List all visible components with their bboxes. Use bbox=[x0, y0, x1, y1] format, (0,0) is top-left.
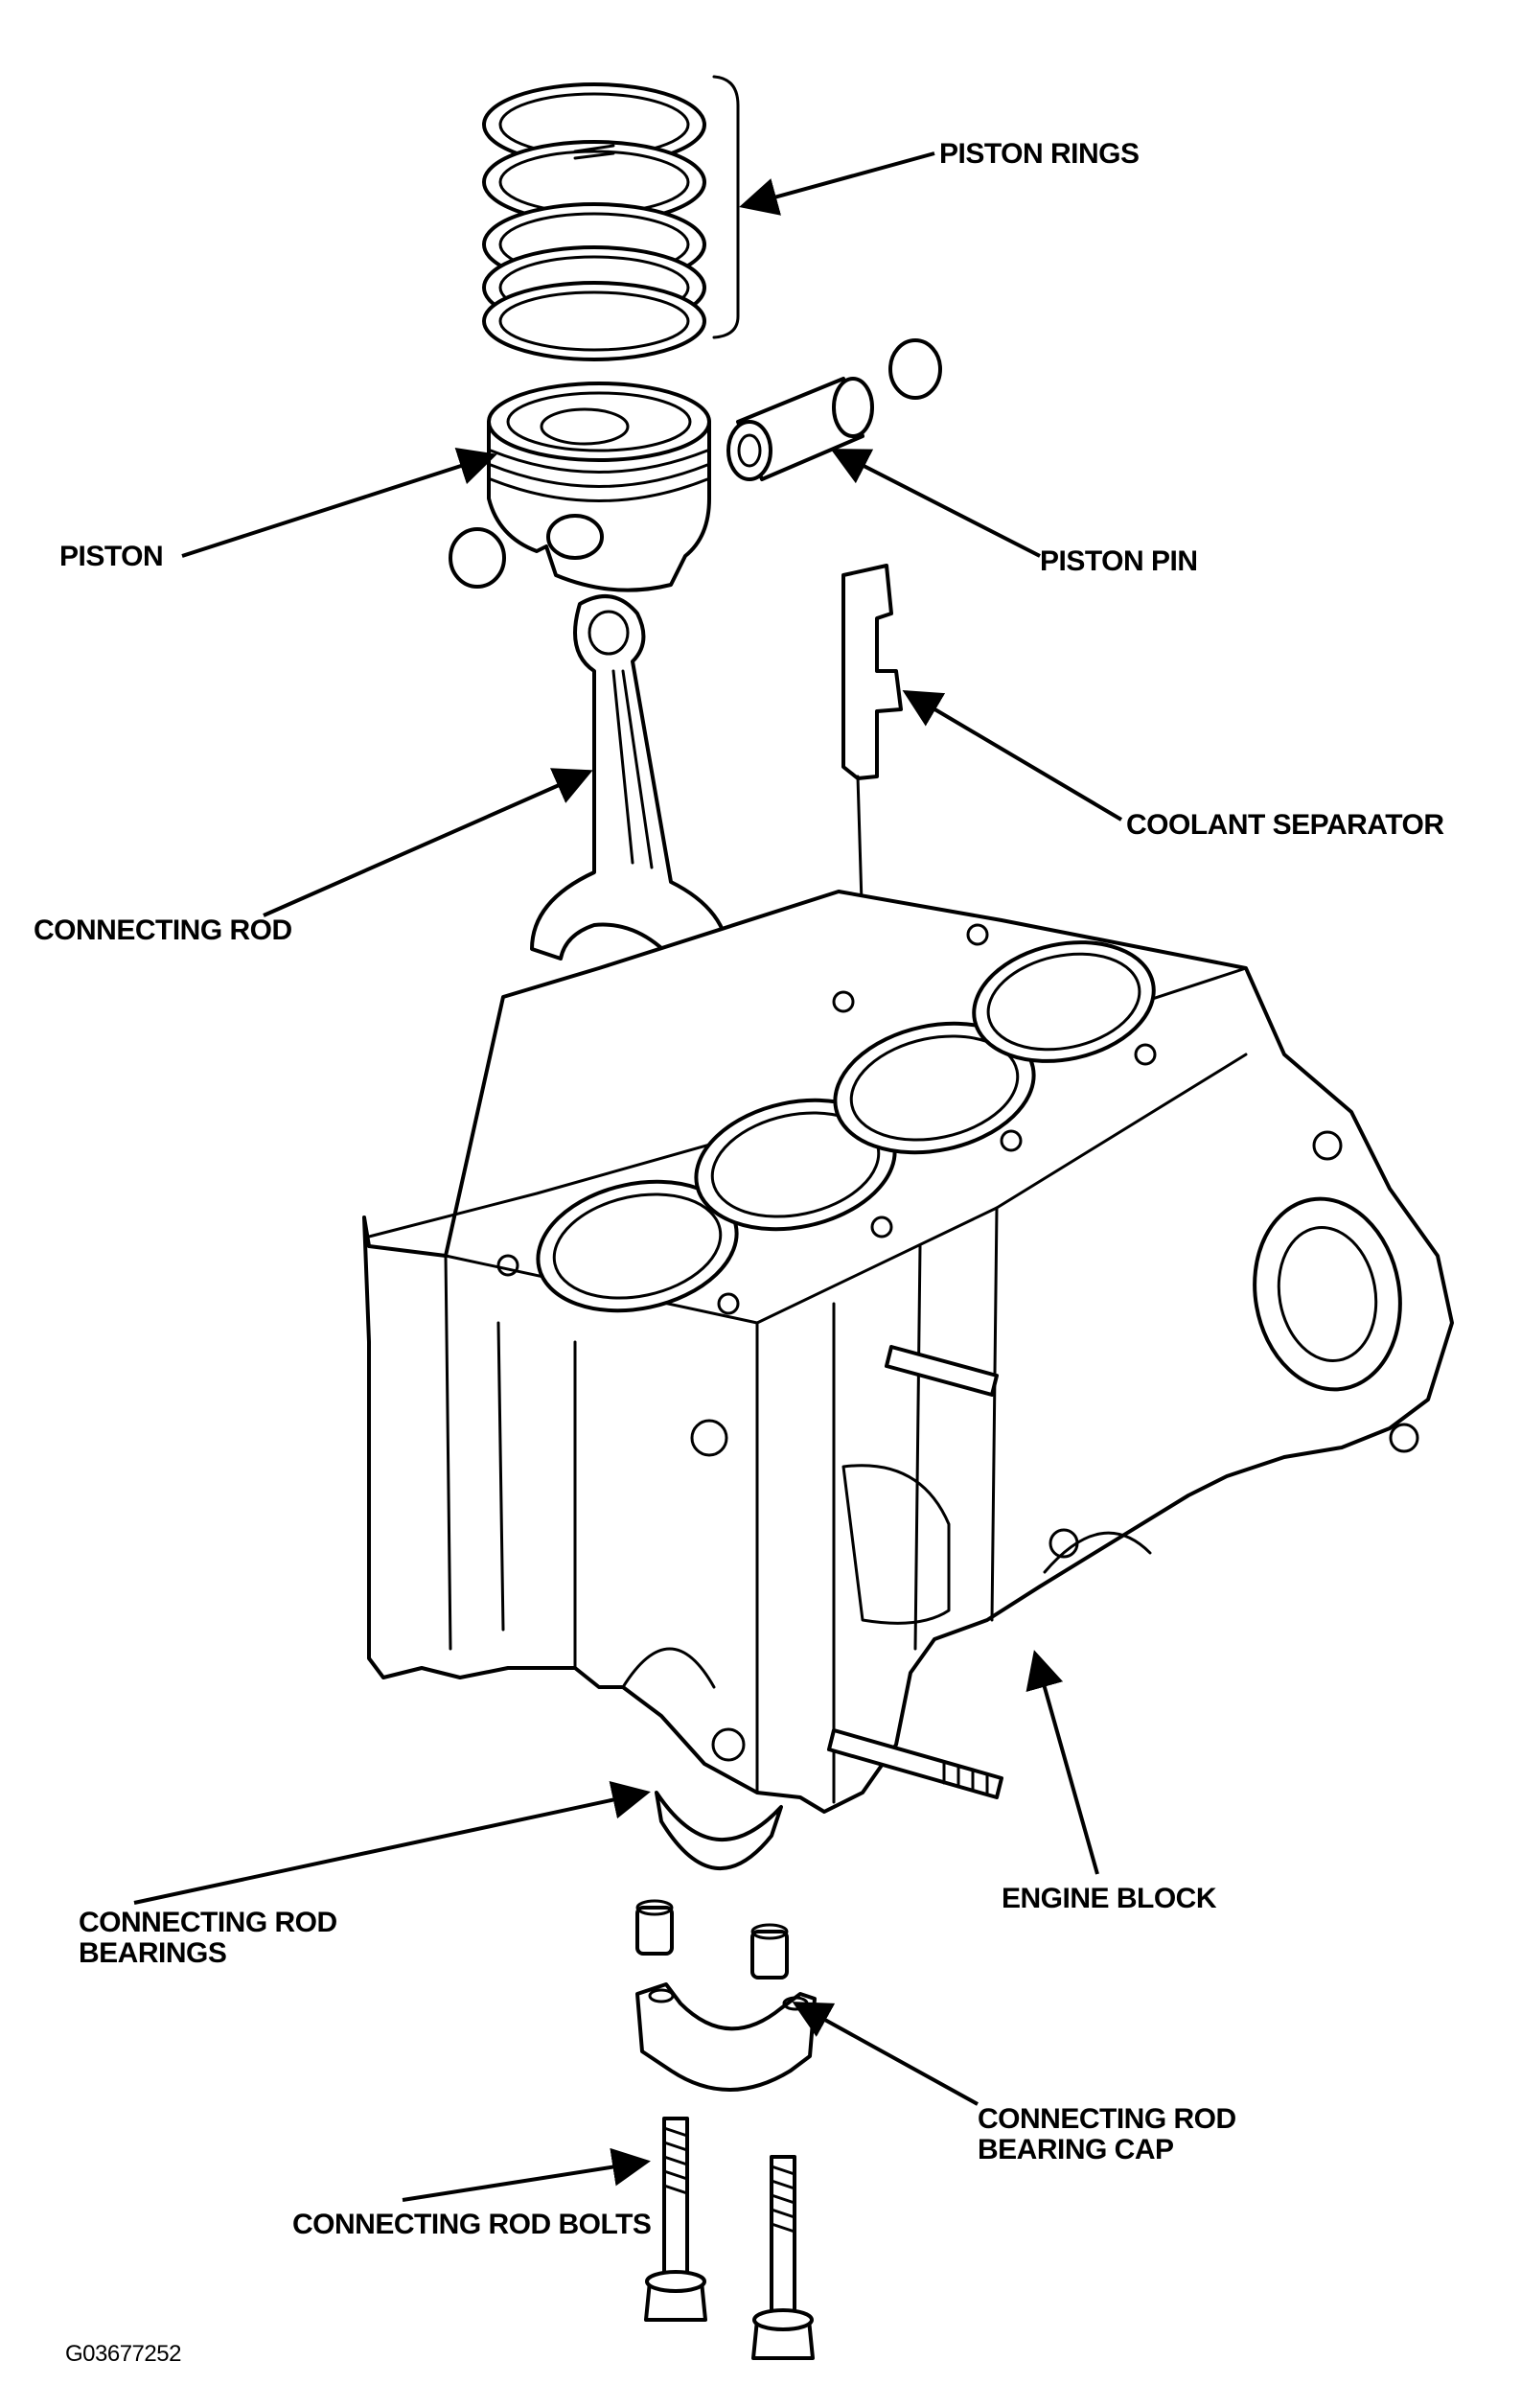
label-piston-pin: PISTON PIN bbox=[1040, 545, 1198, 577]
label-connecting-rod-bearing-cap: CONNECTING ROD BEARING CAP bbox=[978, 2103, 1236, 2165]
piston-pin-clip-right bbox=[888, 338, 942, 400]
leader-engine-block bbox=[1026, 1650, 1099, 1875]
bearing-cap-drawing bbox=[635, 1982, 817, 2092]
connecting-rod-drawing bbox=[530, 594, 730, 970]
leader-connecting-rod bbox=[263, 768, 593, 917]
piston-drawing bbox=[487, 382, 711, 592]
leader-piston-rings bbox=[739, 151, 935, 216]
dowel-pin-left bbox=[635, 1906, 674, 1956]
piston-pin-drawing bbox=[726, 377, 874, 481]
label-connecting-rod-bolts: CONNECTING ROD BOLTS bbox=[292, 2209, 652, 2240]
leader-rod-bolts bbox=[402, 2147, 651, 2202]
piston-rings-drawing bbox=[482, 75, 740, 361]
leader-piston-pin bbox=[830, 449, 1041, 558]
piston-pin-clip-left bbox=[449, 527, 506, 589]
leader-bearing-cap bbox=[792, 2002, 979, 2106]
label-piston-rings: PISTON RINGS bbox=[939, 138, 1140, 170]
label-connecting-rod-bearings: CONNECTING ROD BEARINGS bbox=[79, 1907, 337, 1969]
rod-bolt-right-drawing bbox=[751, 2155, 815, 2360]
label-connecting-rod: CONNECTING ROD bbox=[34, 915, 292, 946]
lower-rod-bearing-drawing bbox=[655, 1791, 783, 1870]
label-coolant-separator: COOLANT SEPARATOR bbox=[1126, 809, 1444, 841]
label-piston: PISTON bbox=[59, 541, 164, 572]
engine-block-drawing bbox=[362, 890, 1454, 1814]
leader-coolant-separator bbox=[902, 689, 1123, 822]
label-engine-block: ENGINE BLOCK bbox=[1002, 1883, 1217, 1914]
dowel-pin-right bbox=[750, 1930, 789, 1980]
figure-id: G03677252 bbox=[65, 2341, 181, 2367]
rod-bolt-left-drawing bbox=[644, 2117, 707, 2322]
leader-rod-bearings bbox=[133, 1781, 651, 1905]
leader-piston bbox=[181, 448, 497, 558]
